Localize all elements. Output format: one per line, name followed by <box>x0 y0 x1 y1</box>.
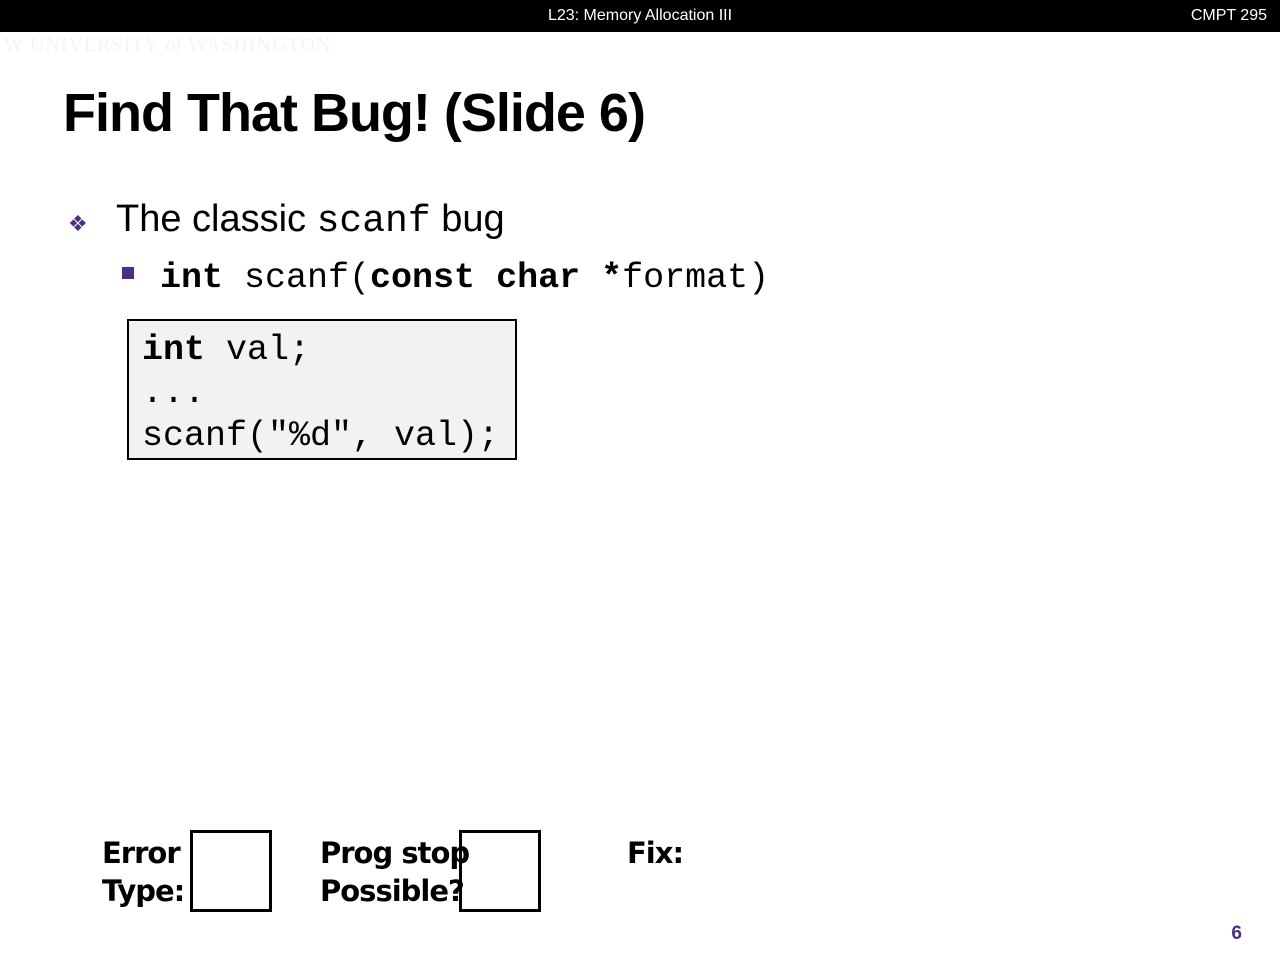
code-line-1: val; <box>205 330 311 370</box>
label-line: Prog stop <box>320 836 470 870</box>
error-type-box[interactable] <box>190 830 272 912</box>
fix-label: Fix: <box>627 836 684 870</box>
header-bar: L23: Memory Allocation III CMPT 295 <box>0 0 1280 32</box>
square-bullet-icon <box>122 267 134 279</box>
bullet-text-end: bug <box>430 198 505 240</box>
sig-kw2: const char * <box>370 258 623 298</box>
lecture-title: L23: Memory Allocation III <box>547 7 733 24</box>
page-number: 6 <box>1231 923 1242 944</box>
bullet-code: scanf <box>316 200 431 243</box>
bullet-text: The classic <box>116 198 317 240</box>
code-box: int val; ... scanf("%d", val); <box>127 319 517 460</box>
sig-kw: int <box>160 258 224 298</box>
code-line-3: scanf("%d", val); <box>142 416 500 456</box>
course-name: CMPT 295 <box>1190 7 1267 24</box>
label-line: Error <box>102 836 181 870</box>
label-line: Type: <box>102 874 185 908</box>
code-kw: int <box>142 330 206 370</box>
diamond-bullet-icon: ❖ <box>68 211 88 236</box>
university-logo: W UNIVERSITY of WASHINGTON <box>4 34 332 56</box>
prog-stop-box[interactable] <box>459 830 541 912</box>
sig-arg: format) <box>622 258 770 298</box>
label-line: Possible? <box>320 874 465 908</box>
slide-title: Find That Bug! (Slide 6) <box>63 83 646 143</box>
code-line-2: ... <box>142 373 206 413</box>
sig-fn: scanf( <box>223 258 371 298</box>
